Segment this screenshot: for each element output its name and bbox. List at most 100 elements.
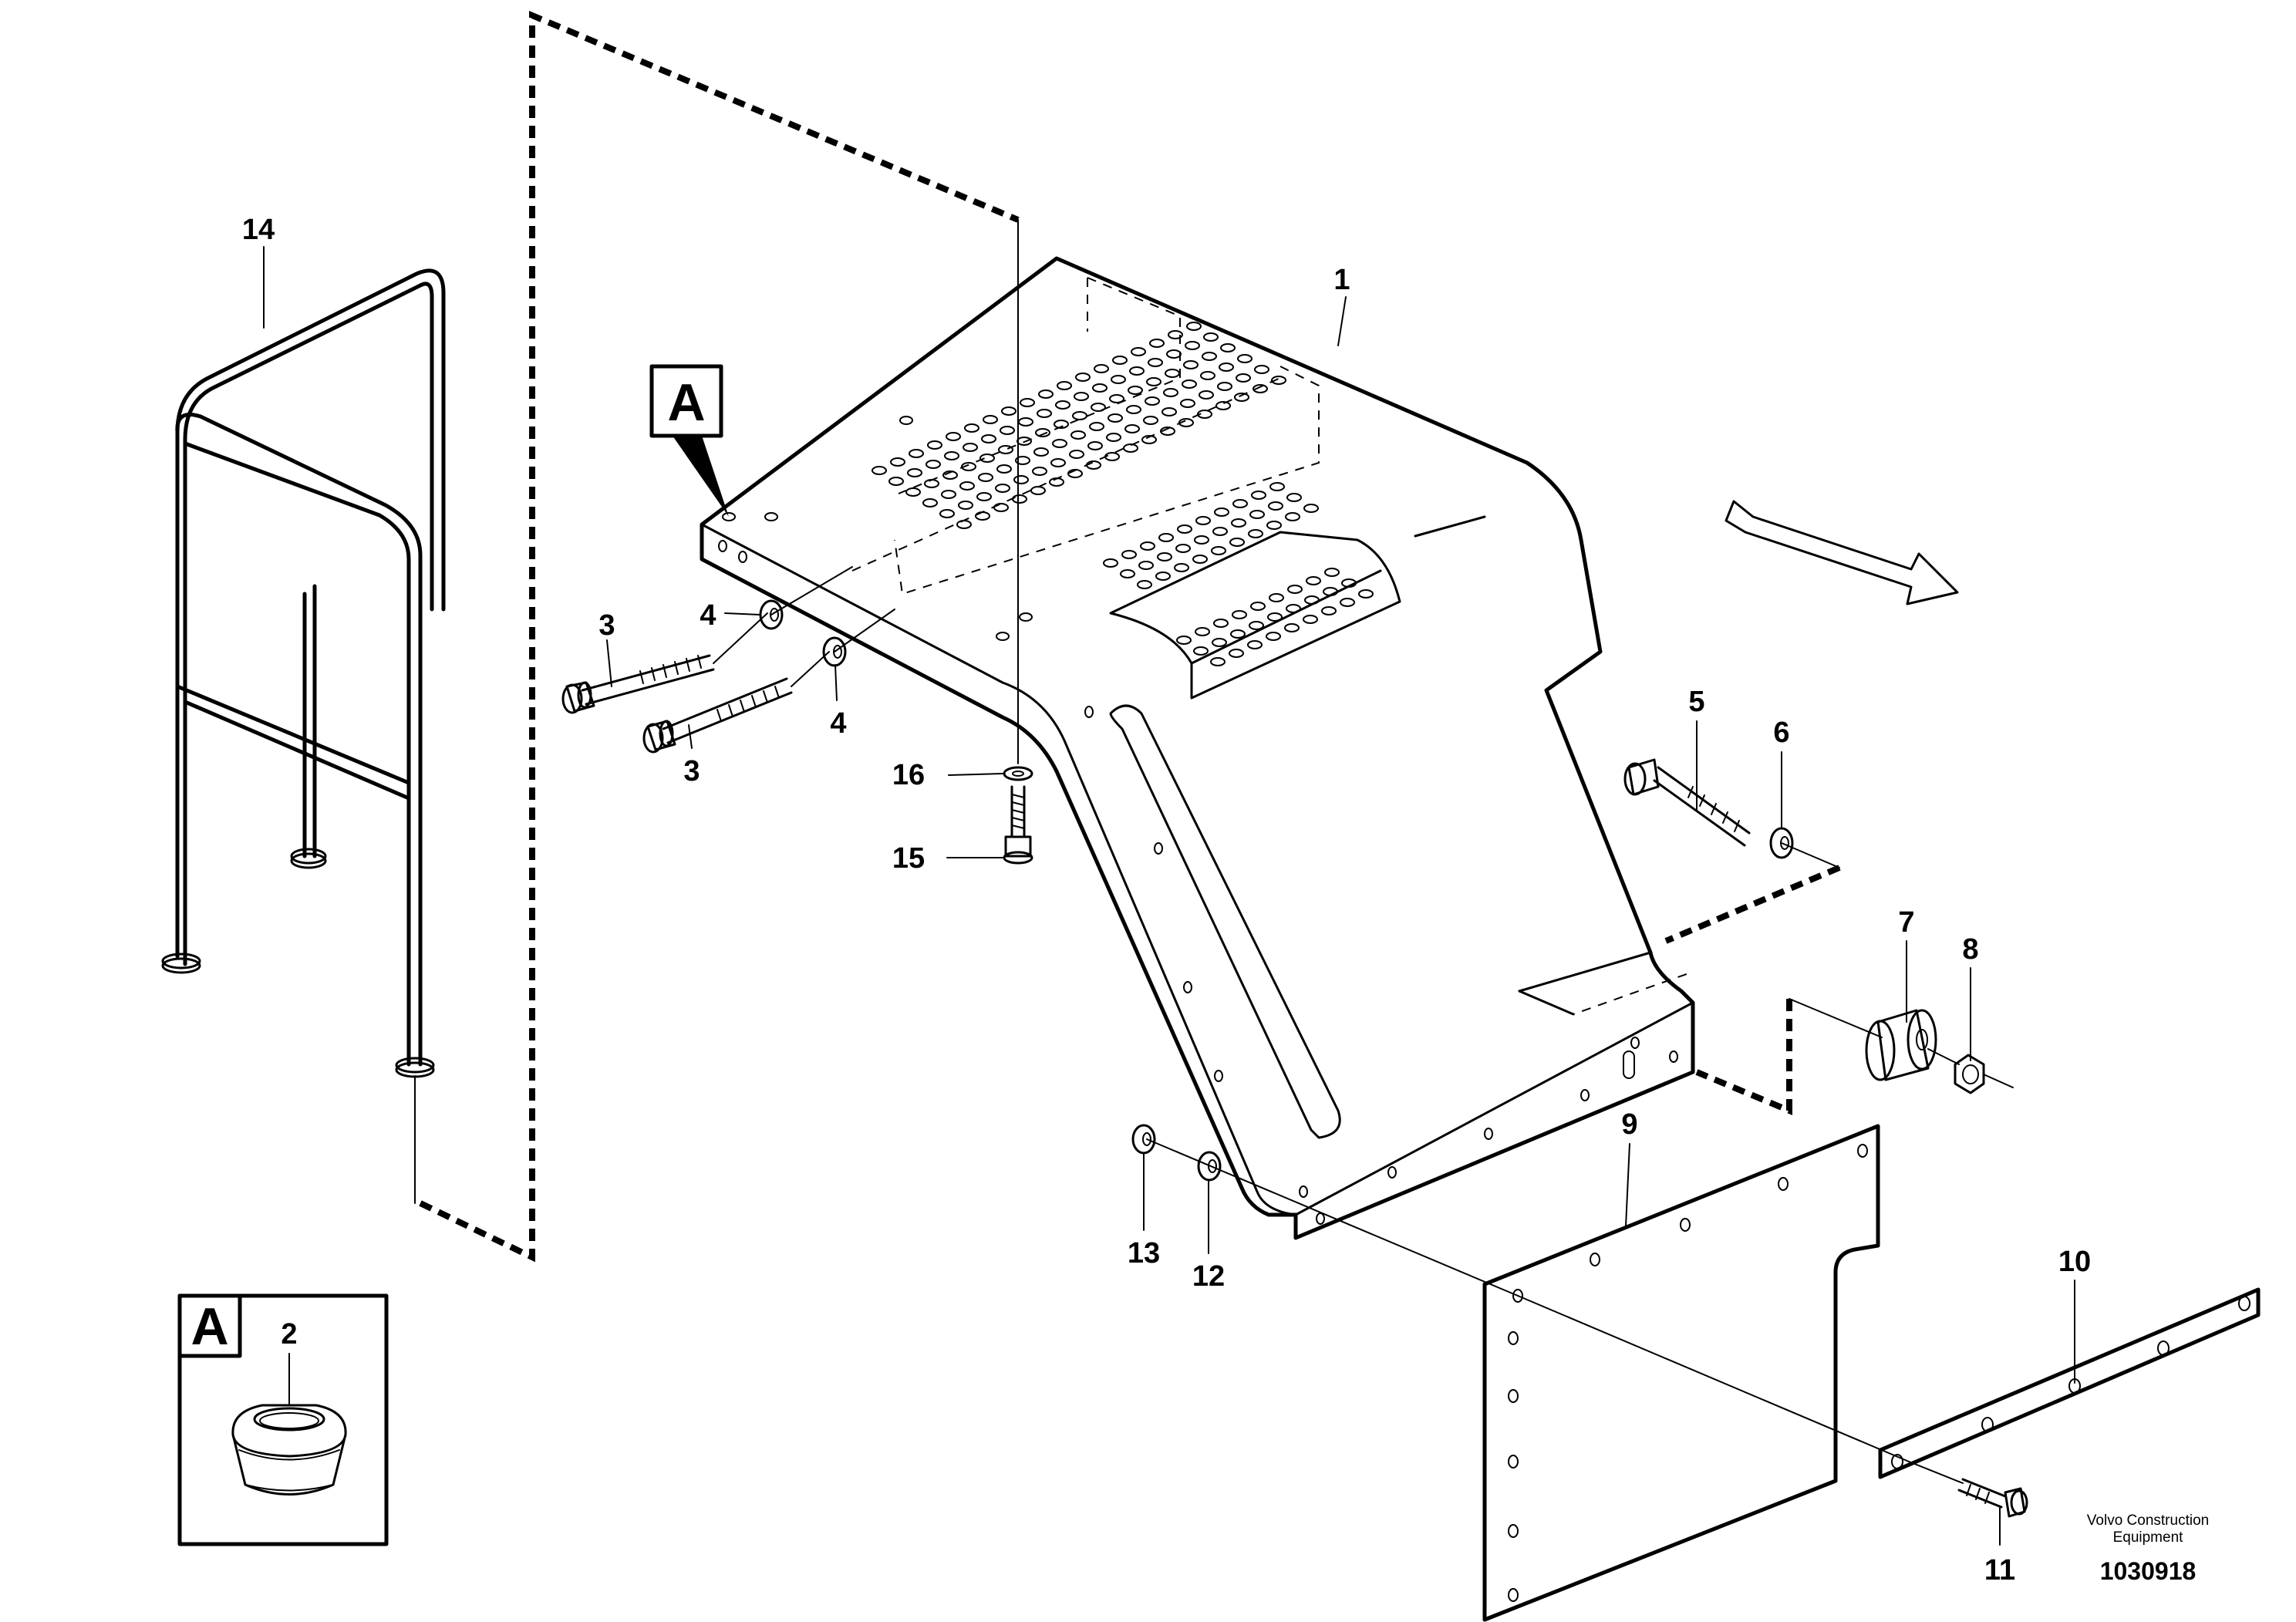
- perforation-hole: [1020, 398, 1035, 407]
- perforation-hole: [1340, 598, 1355, 607]
- bolt-11: [1908, 1461, 2028, 1518]
- perforation-hole: [1176, 636, 1192, 645]
- perforation-hole: [1000, 426, 1015, 435]
- part-label-15: 15: [892, 842, 925, 875]
- nut-8: [1954, 1054, 1985, 1094]
- perforation-hole: [963, 443, 978, 452]
- perforation-hole: [1089, 422, 1104, 431]
- perforation-hole: [1269, 482, 1285, 491]
- perforation-hole: [1087, 441, 1103, 450]
- perforation-hole: [1306, 576, 1321, 585]
- perforation-hole: [1054, 420, 1069, 429]
- perforation-hole: [1249, 510, 1265, 519]
- perforation-hole: [1166, 349, 1182, 359]
- perforation-hole: [1285, 512, 1300, 521]
- perforation-hole: [1195, 516, 1211, 525]
- perforation-hole: [1284, 623, 1300, 632]
- step-perforations: [1176, 568, 1374, 666]
- perforation-hole: [1069, 450, 1084, 459]
- direction-arrow-icon: [1725, 500, 1959, 605]
- perforation-hole: [995, 484, 1010, 493]
- perforation-hole: [1180, 399, 1195, 408]
- part-label-2: 2: [281, 1318, 297, 1351]
- perforation-hole: [1148, 358, 1163, 367]
- perforation-hole: [1219, 363, 1234, 372]
- perforation-hole: [1037, 409, 1052, 418]
- perforation-hole: [1266, 632, 1281, 641]
- perforation-hole: [1094, 364, 1109, 373]
- perforation-hole: [1128, 386, 1143, 395]
- part-label-10: 10: [2058, 1246, 2091, 1278]
- perforation-hole: [1174, 563, 1189, 572]
- part-label-12: 12: [1192, 1260, 1225, 1293]
- perforation-hole: [1217, 382, 1232, 391]
- perforation-hole: [1177, 524, 1192, 534]
- part-label-13: 13: [1128, 1237, 1160, 1270]
- perforation-hole: [1251, 491, 1266, 500]
- document-number: 1030918: [2100, 1557, 2197, 1585]
- bolt-lower: [642, 651, 830, 754]
- perforation-hole: [1038, 389, 1054, 399]
- perforation-hole: [1157, 552, 1172, 561]
- perforation-hole: [1268, 501, 1283, 511]
- perforation-hole: [1155, 572, 1171, 581]
- perforation-hole: [1145, 396, 1160, 406]
- leader-lines: [263, 246, 2075, 1546]
- spacer-7: [1865, 1009, 1937, 1081]
- perforation-hole: [1183, 360, 1199, 369]
- bolt-upper: [561, 612, 768, 714]
- perforation-hole: [1015, 456, 1030, 465]
- perforation-hole: [942, 470, 958, 480]
- perforation-hole: [1286, 493, 1302, 502]
- perforation-hole: [961, 462, 976, 471]
- perforation-hole: [1017, 437, 1032, 446]
- credit-line-2: Equipment: [2113, 1529, 2184, 1546]
- perforation-hole: [1141, 435, 1157, 444]
- perforation-hole: [1220, 343, 1236, 352]
- perforation-hole: [1304, 595, 1320, 605]
- perforation-hole: [1197, 410, 1212, 419]
- perforation-hole: [939, 509, 955, 518]
- detail-a-inset: A: [177, 1293, 389, 1546]
- part-labels: 1 2 3 3 4 4 5 6 7 8 9 10 11 12 13 14 15 …: [242, 214, 2091, 1587]
- perforation-hole: [944, 451, 959, 460]
- perforation-hole: [1267, 612, 1283, 622]
- fender-hood: [700, 256, 1695, 1240]
- perforation-hole: [1210, 657, 1226, 666]
- perforation-hole: [1072, 411, 1087, 420]
- perforation-hole: [1163, 388, 1178, 397]
- perforation-hole: [1143, 416, 1158, 425]
- perforation-hole: [996, 464, 1012, 474]
- perforation-hole: [1214, 508, 1229, 517]
- part-label-5: 5: [1688, 686, 1704, 718]
- perforation-hole: [1055, 400, 1070, 410]
- perforation-hole: [1126, 405, 1141, 414]
- perforation-hole: [1324, 568, 1340, 577]
- anti-slip-perforations: [872, 322, 1319, 589]
- perforation-hole: [872, 466, 887, 475]
- perforation-hole: [925, 460, 941, 469]
- perforation-hole: [1358, 589, 1374, 599]
- perforation-hole: [1030, 486, 1046, 495]
- perforation-hole: [1124, 424, 1140, 433]
- part-label-6: 6: [1773, 717, 1789, 749]
- perforation-hole: [1035, 428, 1050, 437]
- perforation-hole: [1237, 354, 1253, 363]
- perforation-hole: [1138, 561, 1154, 570]
- perforation-hole: [1303, 504, 1319, 513]
- perforation-hole: [1086, 460, 1101, 470]
- bolt-15: [1003, 766, 1033, 865]
- perforation-hole: [976, 492, 992, 501]
- perforation-hole: [1249, 621, 1264, 630]
- perforation-hole: [1269, 593, 1284, 602]
- perforation-hole: [1158, 533, 1174, 542]
- perforation-hole: [1074, 392, 1089, 401]
- perforation-hole: [1123, 443, 1138, 453]
- perforation-hole: [1168, 330, 1183, 339]
- perforation-hole: [1160, 427, 1175, 436]
- perforation-hole: [1140, 541, 1155, 551]
- perforation-hole: [1165, 369, 1180, 378]
- perforation-hole: [1186, 322, 1202, 331]
- perforation-hole: [905, 487, 921, 497]
